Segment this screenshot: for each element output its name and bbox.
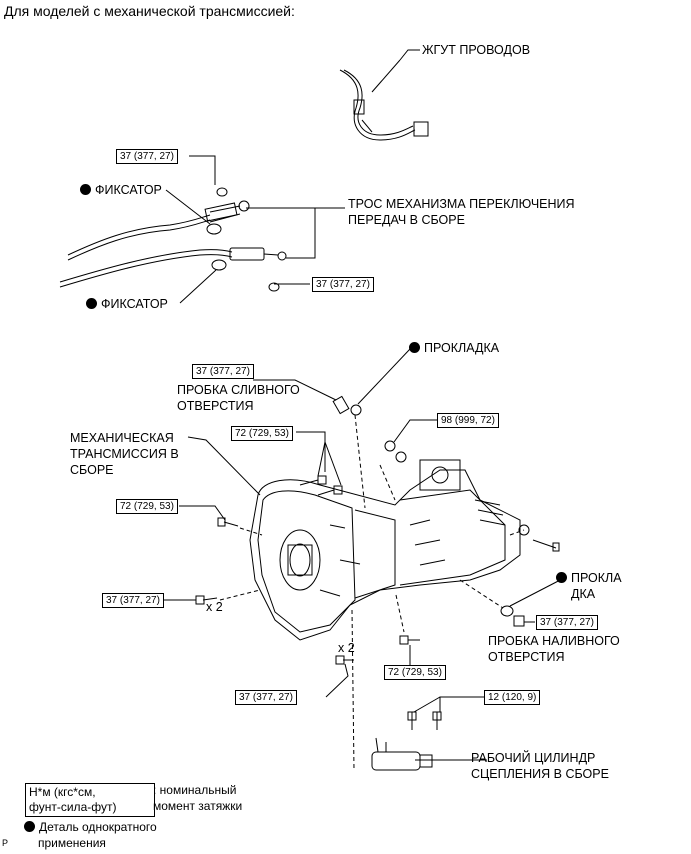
retainer-text-2: ФИКСАТОР [101, 297, 168, 311]
nonreusable-icon [24, 821, 35, 832]
nonreusable-icon [556, 572, 567, 583]
wire-harness-drawing [339, 69, 429, 141]
gasket-top-text: ПРОКЛАДКА [424, 341, 500, 355]
filler-plug-label-1: ПРОБКА НАЛИВНОГО [488, 634, 620, 648]
torque-bolt-bottom-left: 37 (377, 27) [235, 690, 297, 705]
clutch-cyl-label-2: СЦЕПЛЕНИЯ В СБОРЕ [471, 767, 609, 781]
legend-torque-desc-2: момент затяжки [153, 799, 243, 813]
retainer-label-2: ФИКСАТОР [86, 296, 168, 312]
times2-label-b: x 2 [338, 641, 355, 655]
times2-label-a: x 2 [206, 600, 223, 614]
filler-plug-label-2: ОТВЕРСТИЯ [488, 650, 565, 664]
corner-mark: P [2, 838, 9, 848]
legend-nonreusable-text: Деталь однократного [39, 820, 157, 834]
wire-harness-label: ЖГУТ ПРОВОДОВ [422, 43, 531, 57]
shift-cable-label-1: ТРОС МЕХАНИЗМА ПЕРЕКЛЮЧЕНИЯ [348, 197, 575, 211]
retainer-text-1: ФИКСАТОР [95, 183, 162, 197]
gasket-right-label: ПРОКЛА [556, 570, 622, 586]
legend-torque-unit-1: Н*м (кгс*см, [29, 785, 96, 799]
clutch-cyl-label-1: РАБОЧИЙ ЦИЛИНДР [471, 751, 596, 765]
shift-cable-label-2: ПЕРЕДАЧ В СБОРЕ [348, 213, 465, 227]
gasket-right-text-1: ПРОКЛА [571, 571, 622, 585]
torque-cable-nut-bottom: 37 (377, 27) [312, 277, 374, 292]
nonreusable-icon [409, 342, 420, 353]
torque-bracket-right: 98 (999, 72) [437, 413, 499, 428]
torque-bolts-top: 72 (729, 53) [231, 426, 293, 441]
torque-cable-nut-top: 37 (377, 27) [116, 149, 178, 164]
torque-bell-left: 72 (729, 53) [116, 499, 178, 514]
torque-bolt-bottom-mid: 72 (729, 53) [384, 665, 446, 680]
shift-cable-drawing [59, 200, 287, 288]
page-header: Для моделей с механической трансмиссией: [4, 3, 295, 19]
transmission-drawing [249, 459, 521, 641]
legend-nonreusable-1: Деталь однократного [24, 820, 157, 835]
legend-torque-unit-2: фунт-сила-фут) [29, 800, 117, 814]
torque-clutch-bolts: 12 (120, 9) [484, 690, 541, 705]
legend-torque-desc-1: : номинальный [153, 783, 237, 797]
torque-drain-plug: 37 (377, 27) [192, 364, 254, 379]
drain-plug-label-2: ОТВЕРСТИЯ [177, 399, 254, 413]
torque-bolt-left-low: 37 (377, 27) [102, 593, 164, 608]
manual-trans-label-3: СБОРЕ [70, 463, 114, 477]
nonreusable-icon [86, 298, 97, 309]
gasket-top-label: ПРОКЛАДКА [409, 340, 499, 356]
manual-trans-label-2: ТРАНСМИССИЯ В [70, 447, 179, 461]
clutch-cylinder-drawing [371, 711, 442, 771]
drain-plug-label-1: ПРОБКА СЛИВНОГО [177, 383, 300, 397]
retainer-label-1: ФИКСАТОР [80, 182, 162, 198]
legend-nonreusable-2: применения [38, 836, 106, 850]
legend-torque-unit-box: Н*м (кгс*см, фунт-сила-фут) [25, 783, 155, 817]
manual-trans-label-1: МЕХАНИЧЕСКАЯ [70, 431, 174, 445]
nonreusable-icon [80, 184, 91, 195]
gasket-right-label-2: ДКА [571, 587, 596, 601]
torque-filler-plug: 37 (377, 27) [536, 615, 598, 630]
